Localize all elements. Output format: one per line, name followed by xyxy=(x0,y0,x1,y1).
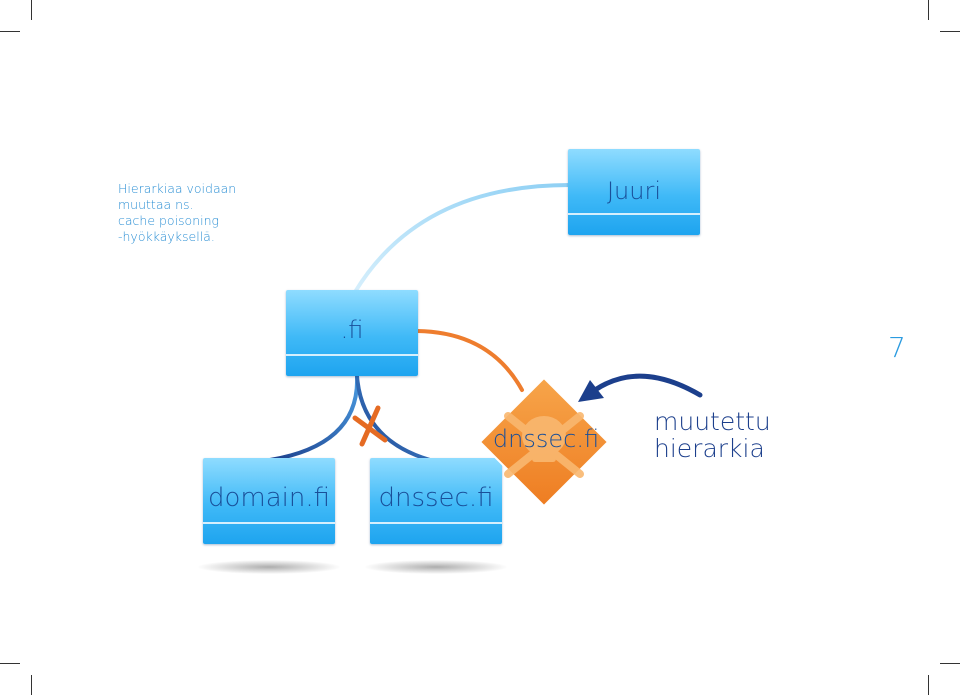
crop-mark xyxy=(940,31,960,32)
curved-arrow-icon xyxy=(578,373,703,402)
modified-label-line: muutettu xyxy=(654,407,771,436)
node-shadow xyxy=(365,560,507,574)
link-fi-dnssec xyxy=(355,374,432,462)
node-domain: domain.fi xyxy=(203,458,335,544)
link-fi-domain xyxy=(268,374,360,462)
crop-mark xyxy=(0,663,20,664)
node-divider xyxy=(568,213,700,215)
node-poisoned-label: dnssec.fi xyxy=(492,425,600,453)
cross-mark-icon xyxy=(352,405,388,447)
node-shadow xyxy=(198,560,340,574)
caption-line: cache poisoning xyxy=(118,213,220,228)
crop-mark xyxy=(940,663,960,664)
node-divider xyxy=(286,354,418,356)
node-poisoned xyxy=(478,376,610,508)
node-dnssec: dnssec.fi xyxy=(370,458,502,544)
node-divider xyxy=(203,522,335,524)
modified-label-line: hierarkia xyxy=(654,434,765,463)
modified-hierarchy-label: muutettu hierarkia xyxy=(654,408,771,462)
page-number: 7 xyxy=(888,331,906,364)
node-root: Juuri xyxy=(568,149,700,235)
node-root-label: Juuri xyxy=(606,177,662,205)
node-divider xyxy=(370,522,502,524)
skull-crossbones-icon xyxy=(504,412,584,478)
caption: Hierarkiaa voidaan muuttaa ns. cache poi… xyxy=(118,181,318,245)
crop-mark xyxy=(31,675,32,695)
link-fi-poisoned xyxy=(415,329,524,392)
node-dnssec-label: dnssec.fi xyxy=(378,483,494,513)
crop-mark xyxy=(928,675,929,695)
caption-line: muuttaa ns. xyxy=(118,197,194,212)
node-fi-label: .fi xyxy=(340,316,364,344)
caption-line: -hyökkäyksellä. xyxy=(118,229,215,244)
node-domain-label: domain.fi xyxy=(207,483,330,513)
crop-mark xyxy=(928,0,929,20)
node-fi: .fi xyxy=(286,290,418,376)
link-root-fi xyxy=(353,183,572,294)
crop-mark xyxy=(31,0,32,20)
crop-mark xyxy=(0,31,20,32)
caption-line: Hierarkiaa voidaan xyxy=(118,181,237,196)
